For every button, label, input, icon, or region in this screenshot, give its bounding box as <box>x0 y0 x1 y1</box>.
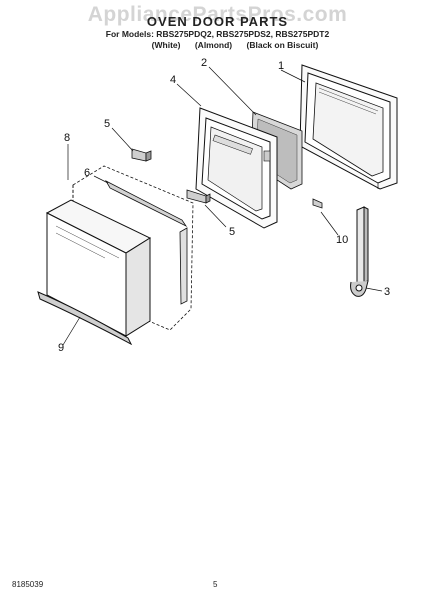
callout-9: 9 <box>58 342 64 354</box>
callout-2: 2 <box>201 57 207 69</box>
leader-1 <box>280 69 306 83</box>
callout-6: 6 <box>84 167 90 179</box>
model-list: For Models: RBS275PDQ2, RBS275PDS2, RBS2… <box>105 29 330 39</box>
variant-white: (White) <box>151 40 181 50</box>
leader-5a <box>111 127 134 152</box>
leader-2 <box>208 66 257 116</box>
watermark: AppliancePartsPros.com <box>87 3 348 26</box>
part-3-door-hinge <box>350 206 369 297</box>
leader-10 <box>320 211 339 236</box>
callout-4: 4 <box>170 74 176 86</box>
leader-6 <box>93 175 109 184</box>
part-10-clip <box>312 198 323 209</box>
callout-3: 3 <box>384 286 390 298</box>
callout-8: 8 <box>64 132 70 144</box>
callout-5-upper: 5 <box>104 118 110 130</box>
leader-lines <box>62 66 383 346</box>
callout-10: 10 <box>336 234 348 246</box>
callout-1: 1 <box>278 60 284 72</box>
part-5-mount-upper <box>131 148 152 162</box>
header: AppliancePartsPros.com OVEN DOOR PARTS F… <box>0 0 435 60</box>
part-1-outer-door-panel <box>299 64 398 190</box>
page-number: 5 <box>213 580 218 589</box>
callout-5-lower: 5 <box>229 226 235 238</box>
variant-almond: (Almond) <box>194 40 233 50</box>
variant-black-on-biscuit: (Black on Biscuit) <box>246 40 319 50</box>
document-number: 8185039 <box>12 580 44 589</box>
part-5-mount-lower <box>186 189 211 204</box>
page-title: OVEN DOOR PARTS <box>146 14 289 29</box>
part-4-inner-door-frame <box>195 107 278 229</box>
part-9-glass-and-handle <box>37 199 152 346</box>
callout-labels: 1 2 3 4 5 5 6 8 9 10 <box>58 57 390 354</box>
leader-9 <box>62 316 81 346</box>
part-6-trim-strip <box>104 180 188 305</box>
leader-5b <box>204 204 227 228</box>
leader-3 <box>365 287 383 292</box>
leader-4 <box>176 83 202 107</box>
color-variants: (White) (Almond) (Black on Biscuit) <box>40 40 430 50</box>
